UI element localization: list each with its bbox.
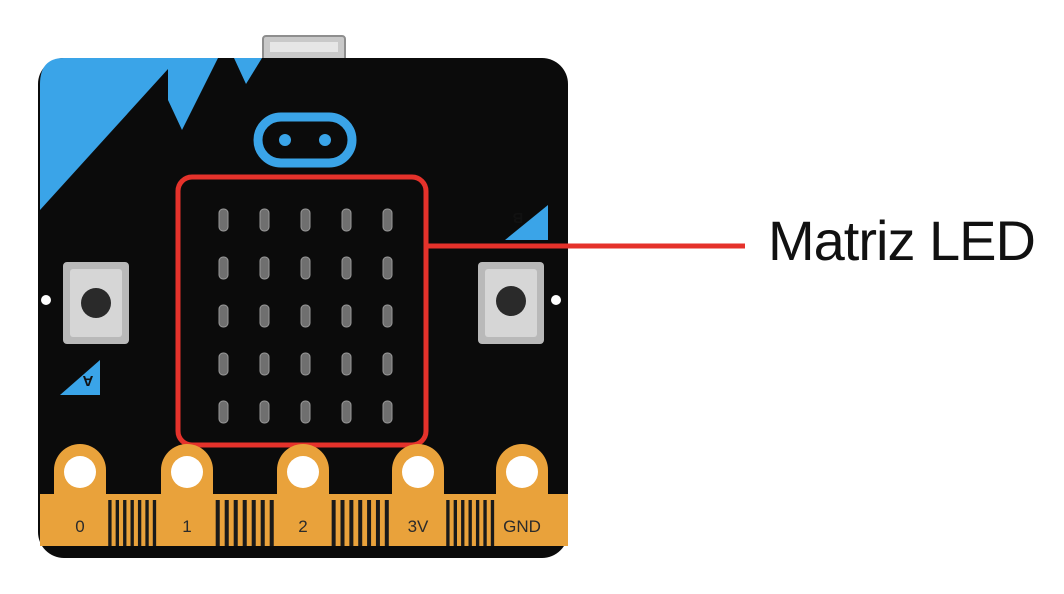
button-b-letter: B	[512, 209, 523, 226]
microbit-logo	[253, 112, 357, 168]
edge-finger	[108, 500, 112, 546]
edge-finger	[152, 500, 157, 546]
edge-finger	[269, 500, 274, 546]
callout-label: Matriz LED	[768, 209, 1036, 272]
led-r3-c4	[341, 304, 352, 328]
led-matrix	[218, 208, 393, 424]
pin-label-3v: 3V	[408, 517, 429, 536]
led-r5-c2	[259, 400, 270, 424]
led-r4-c4	[341, 352, 352, 376]
edge-finger	[349, 500, 354, 546]
pin-label-1: 1	[182, 517, 191, 536]
led-r1-c2	[259, 208, 270, 232]
led-r2-c5	[382, 256, 393, 280]
pin-label-2: 2	[298, 517, 307, 536]
led-r3-c3	[300, 304, 311, 328]
led-r3-c5	[382, 304, 393, 328]
edge-finger	[130, 500, 134, 546]
led-r1-c1	[218, 208, 229, 232]
led-r2-c1	[218, 256, 229, 280]
led-r1-c5	[382, 208, 393, 232]
edge-finger	[340, 500, 345, 546]
pin-hole	[64, 456, 96, 488]
led-r1-c3	[300, 208, 311, 232]
pin-pad-1: 1	[161, 444, 213, 546]
edge-finger	[367, 500, 372, 546]
led-r4-c2	[259, 352, 270, 376]
pin-pads: 0 1 2 3V GND	[54, 444, 548, 546]
button-a-letter: A	[82, 372, 93, 389]
edge-finger	[483, 500, 487, 546]
edge-finger	[453, 500, 457, 546]
edge-finger	[358, 500, 363, 546]
edge-finger	[251, 500, 256, 546]
edge-finger	[137, 500, 142, 546]
button-a-label: A	[60, 360, 100, 395]
led-r3-c2	[259, 304, 270, 328]
pin-hole	[287, 456, 319, 488]
led-r2-c4	[341, 256, 352, 280]
edge-finger	[115, 500, 119, 546]
led-r3-c1	[218, 304, 229, 328]
led-r4-c5	[382, 352, 393, 376]
button-b-label: B	[505, 205, 548, 240]
pin-hole	[506, 456, 538, 488]
edge-finger	[331, 500, 336, 546]
pin-hole	[171, 456, 203, 488]
edge-finger	[384, 500, 389, 546]
led-r5-c5	[382, 400, 393, 424]
button-a	[41, 262, 129, 344]
pin-label-0: 0	[75, 517, 84, 536]
pin-pad-2: 2	[277, 444, 329, 546]
edge-finger	[490, 500, 495, 546]
led-r5-c4	[341, 400, 352, 424]
edge-finger	[123, 500, 127, 546]
edge-finger	[242, 500, 247, 546]
pin-label-gnd: GND	[503, 517, 541, 536]
led-r1-c4	[341, 208, 352, 232]
edge-connector: 0 1 2 3V GND	[40, 444, 568, 546]
edge-finger	[215, 500, 220, 546]
edge-finger	[461, 500, 465, 546]
button-b	[478, 262, 561, 344]
led-r2-c2	[259, 256, 270, 280]
edge-finger	[475, 500, 480, 546]
edge-finger	[224, 500, 229, 546]
edge-finger	[446, 500, 450, 546]
board-accent-stripes	[40, 58, 262, 210]
edge-finger	[260, 500, 265, 546]
edge-finger	[233, 500, 238, 546]
edge-finger	[375, 500, 380, 546]
edge-finger	[468, 500, 472, 546]
led-r4-c3	[300, 352, 311, 376]
pin-pad-gnd: GND	[496, 444, 548, 546]
led-r5-c3	[300, 400, 311, 424]
edge-connector-fingers	[108, 500, 495, 546]
led-r2-c3	[300, 256, 311, 280]
led-r4-c1	[218, 352, 229, 376]
led-r5-c1	[218, 400, 229, 424]
edge-finger	[145, 500, 149, 546]
pin-pad-3v: 3V	[392, 444, 444, 546]
pin-hole	[402, 456, 434, 488]
pin-pad-0: 0	[54, 444, 106, 546]
